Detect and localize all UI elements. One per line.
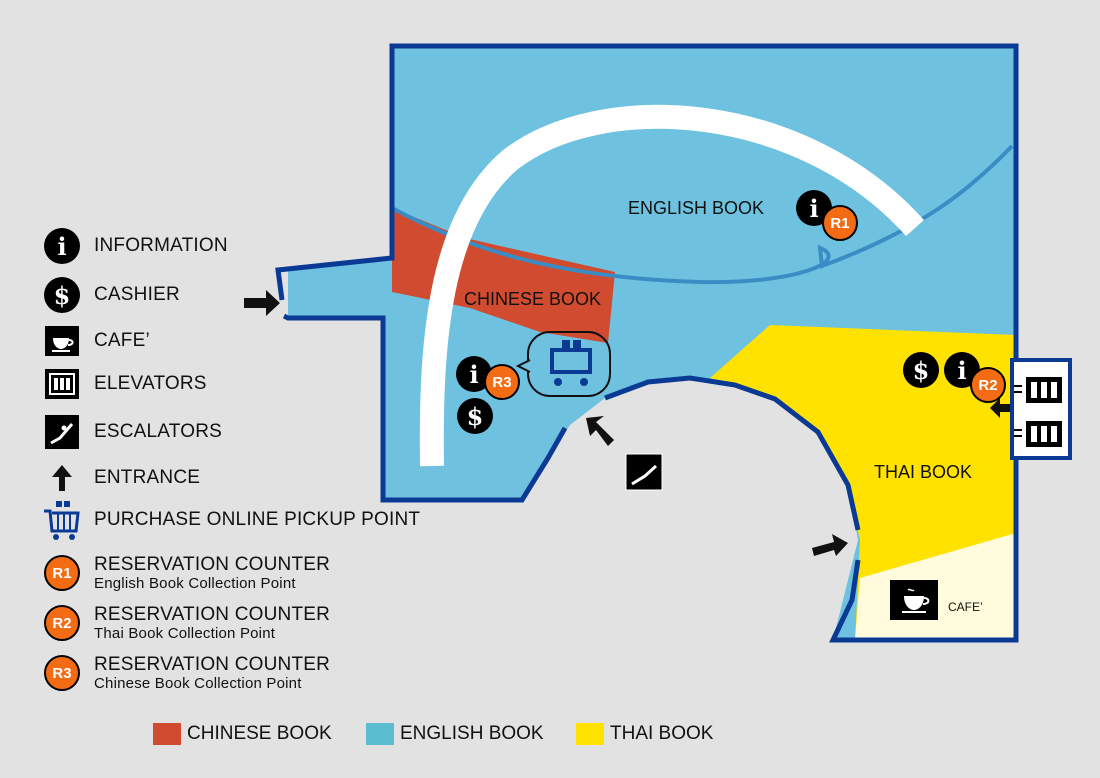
arrow-up-icon [52,465,72,491]
escalator-icon [45,415,79,449]
entrance-arrow-thai [812,534,848,556]
legend-r3-subtitle: Chinese Book Collection Point [94,675,302,692]
chinese-book-label: CHINESE BOOK [464,289,602,309]
r3-badge: R3 [44,655,80,691]
legend-label: INFORMATION [94,235,228,256]
entrance-arrow-west [244,290,280,316]
shopping-cart-icon [44,501,80,540]
legend-label: ENTRANCE [94,467,201,488]
dollar-icon-thai: $ [903,352,939,388]
legend-cashier: $ CASHIER [42,275,180,315]
shopping-cart-icon [550,340,592,386]
r1-badge: R1 [44,555,80,591]
outer-wall [275,43,1019,643]
escalator-icon [625,453,663,491]
legend-label: CASHIER [94,284,180,305]
legend-r2-subtitle: Thai Book Collection Point [94,625,276,642]
legend-pickup-point: PURCHASE ONLINE PICKUP POINT [42,500,420,540]
elevator-icon [45,369,79,399]
info-icon: i [44,228,80,264]
swatch-chinese: CHINESE BOOK [153,723,332,745]
area-divider-line [391,144,1014,285]
cafe-label: CAFE’ [948,600,983,614]
cafe-icon-map [890,580,938,620]
legend-label: ESCALATORS [94,421,223,442]
entrance-arrow-south [586,416,614,446]
coffee-cup-icon [45,326,79,356]
walkway-arch [419,104,924,467]
r3-badge-map: R3 [484,364,520,400]
legend-label: CAFE’ [94,330,150,351]
swatch-thai: THAI BOOK [576,723,713,745]
swatch-chinese-color [153,723,181,745]
legend-information: i INFORMATION [42,226,228,266]
dollar-icon: $ [44,277,80,313]
swatch-chinese-label: CHINESE BOOK [187,723,332,744]
swatch-english-label: ENGLISH BOOK [400,723,544,744]
legend-r3-title: RESERVATION COUNTER [94,654,331,675]
legend-escalators: ESCALATORS [42,412,222,452]
thai-book-label: THAI BOOK [874,462,973,482]
legend-r1-title: RESERVATION COUNTER [94,554,331,575]
legend-label: ELEVATORS [94,373,207,394]
swatch-thai-color [576,723,604,745]
legend-cafe: CAFE’ [42,321,150,361]
legend-label: PURCHASE ONLINE PICKUP POINT [94,509,421,530]
legend-elevators: ELEVATORS [42,364,207,404]
r1-badge-map: R1 [822,205,858,241]
legend-r1-subtitle: English Book Collection Point [94,575,296,592]
legend-r2-title: RESERVATION COUNTER [94,604,331,625]
dollar-icon-chinese: $ [457,398,493,434]
english-book-label: ENGLISH BOOK [628,198,765,218]
elevator-arrow [990,398,1010,418]
swatch-thai-label: THAI BOOK [610,723,714,744]
legend-entrance: ENTRANCE [42,458,200,498]
swatch-english-color [366,723,394,745]
swatch-english: ENGLISH BOOK [366,723,544,745]
r2-badge-map: R2 [970,367,1006,403]
r2-badge: R2 [44,605,80,641]
